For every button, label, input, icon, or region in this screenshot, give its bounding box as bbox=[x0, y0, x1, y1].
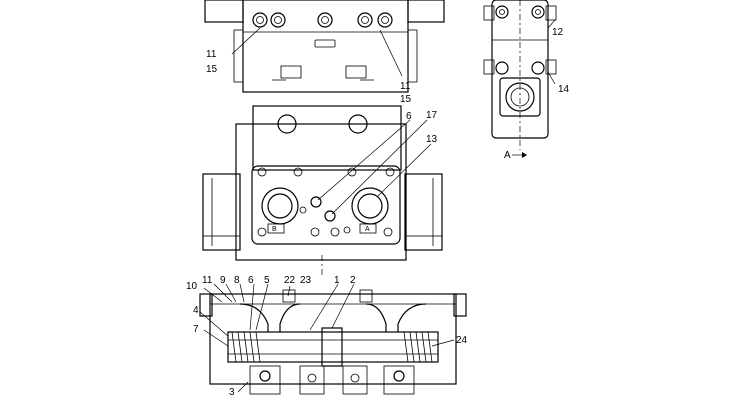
callout-bottom-24: 24 bbox=[456, 335, 468, 346]
top-bolt-row bbox=[252, 12, 393, 28]
spring-right bbox=[403, 331, 433, 363]
middle-valve-body bbox=[235, 123, 407, 261]
callout-bottom-23: 23 bbox=[300, 275, 312, 286]
middle-inner-plate bbox=[251, 165, 401, 245]
callout-bottom-11: 11 bbox=[202, 275, 213, 286]
middle-cover-block bbox=[252, 105, 402, 171]
callout-top-15-left: 15 bbox=[206, 64, 218, 75]
top-port-a-marker bbox=[345, 65, 367, 79]
spring-left bbox=[231, 331, 261, 363]
top-view bbox=[204, 0, 445, 93]
side-valve-body bbox=[491, 0, 549, 139]
callout-bottom-4: 4 bbox=[193, 305, 199, 316]
section-label-a: A bbox=[504, 150, 511, 161]
callout-bottom-2: 2 bbox=[350, 275, 356, 286]
top-port-b-marker bbox=[280, 65, 302, 79]
callout-bottom-22: 22 bbox=[284, 275, 296, 286]
port-label-a: A bbox=[365, 226, 370, 233]
middle-right-flange bbox=[404, 173, 443, 251]
callout-bottom-5: 5 bbox=[264, 275, 270, 286]
callout-side-14: 14 bbox=[558, 84, 570, 95]
middle-port-b bbox=[261, 187, 299, 225]
callout-top-11-right: 11 bbox=[400, 81, 411, 92]
middle-view bbox=[202, 105, 443, 261]
side-port-circle bbox=[505, 82, 535, 112]
callout-bottom-8: 8 bbox=[234, 275, 240, 286]
callout-bottom-1: 1 bbox=[334, 275, 340, 286]
middle-left-flange bbox=[202, 173, 241, 251]
port-label-b: B bbox=[272, 226, 277, 233]
callout-top-11-left: 11 bbox=[206, 49, 217, 60]
callout-middle-17: 17 bbox=[426, 110, 438, 121]
callout-bottom-9: 9 bbox=[220, 275, 226, 286]
callout-bottom-3: 3 bbox=[229, 387, 235, 398]
callout-bottom-7: 7 bbox=[193, 324, 199, 335]
spool bbox=[227, 331, 439, 363]
spool-centre-land bbox=[321, 327, 343, 367]
callout-side-12: 12 bbox=[552, 27, 564, 38]
side-view bbox=[483, 0, 557, 158]
top-right-flange bbox=[407, 0, 445, 23]
callout-top-15-right: 15 bbox=[400, 94, 412, 105]
top-left-flange bbox=[204, 0, 244, 23]
middle-port-a bbox=[351, 187, 389, 225]
bottom-section-view bbox=[199, 283, 467, 395]
callout-middle-6: 6 bbox=[406, 111, 412, 122]
callout-bottom-10: 10 bbox=[186, 281, 198, 292]
middle-bolts bbox=[257, 167, 395, 237]
bottom-valve-body bbox=[209, 293, 457, 385]
callout-bottom-6: 6 bbox=[248, 275, 254, 286]
callout-middle-13: 13 bbox=[426, 134, 438, 145]
